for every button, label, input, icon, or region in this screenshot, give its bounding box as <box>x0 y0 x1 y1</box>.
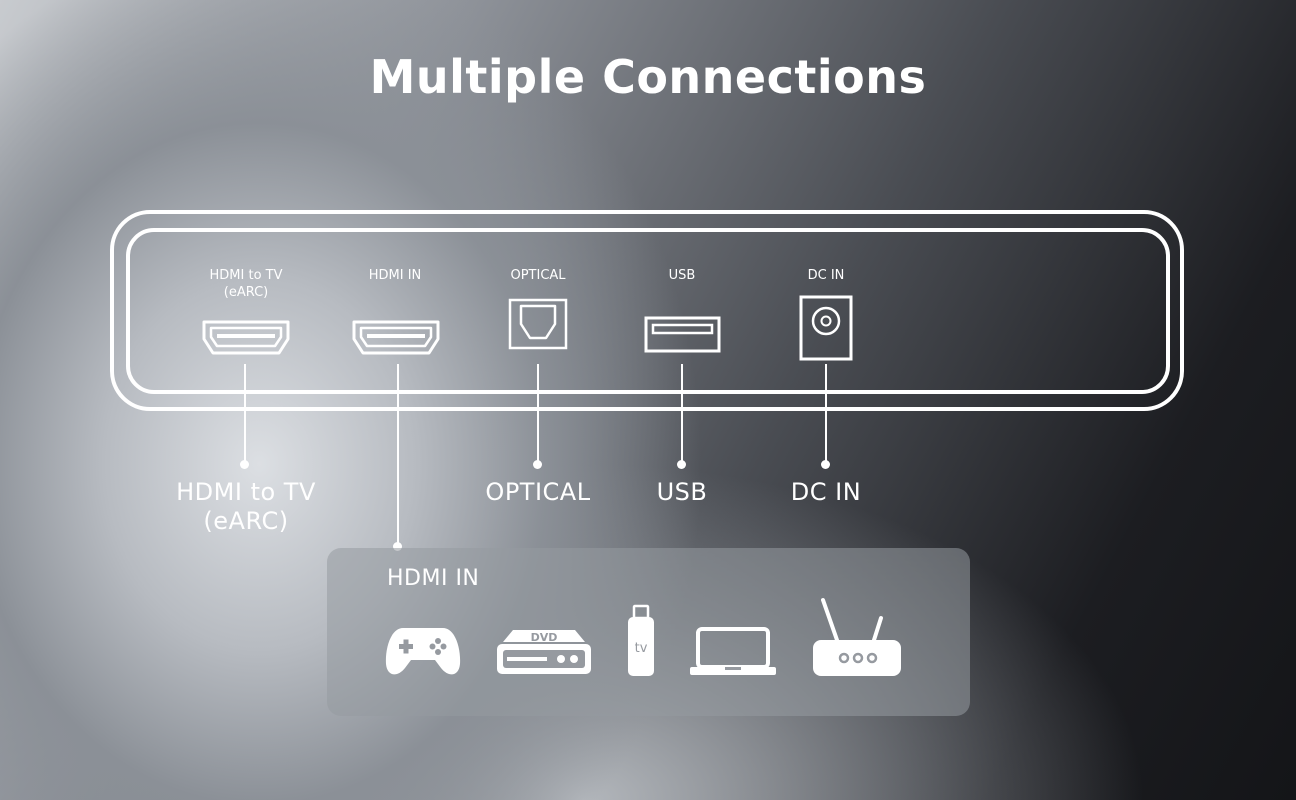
port-label-usb: USB <box>668 268 696 283</box>
port-label-hdmi-in: HDMI IN <box>368 268 422 283</box>
port-label-hdmi-earc: HDMI to TV (eARC) <box>209 268 283 300</box>
game-controller-icon <box>385 628 461 675</box>
laptop-icon <box>690 627 776 675</box>
dvd-player-icon: DVD <box>497 630 591 674</box>
connector-dot-usb <box>677 460 686 469</box>
port-label-dc-in: DC IN <box>807 268 845 283</box>
soundbar-outline-inner <box>126 228 1170 394</box>
dvd-text: DVD <box>531 631 558 644</box>
hdmi-port-icon <box>352 320 440 355</box>
usb-port-icon <box>644 316 721 353</box>
connector-dot-hdmi-in <box>393 542 402 551</box>
router-icon <box>813 598 901 676</box>
connector-line-hdmi-earc <box>244 364 246 464</box>
connector-line-hdmi-in <box>397 364 399 545</box>
tv-text: tv <box>635 641 648 656</box>
hdmi-in-devices-panel: HDMI IN DVD tv <box>327 548 970 716</box>
connector-dot-hdmi-earc <box>240 460 249 469</box>
connector-dot-optical <box>533 460 542 469</box>
hdmi-in-panel-title: HDMI IN <box>387 566 480 591</box>
connector-line-optical <box>537 364 539 464</box>
soundbar-outline-outer <box>110 210 1184 411</box>
optical-port-icon <box>508 298 568 350</box>
connector-dot-dc-in <box>821 460 830 469</box>
hdmi-port-icon <box>202 320 290 355</box>
page-title: Multiple Connections <box>369 50 927 104</box>
callout-usb: USB <box>656 478 708 506</box>
callout-optical: OPTICAL <box>485 478 591 506</box>
connector-line-usb <box>681 364 683 464</box>
callout-dc-in: DC IN <box>790 478 862 506</box>
port-label-optical: OPTICAL <box>510 268 566 283</box>
callout-hdmi-earc: HDMI to TV (eARC) <box>176 478 316 535</box>
connector-line-dc-in <box>825 364 827 464</box>
dc-in-port-icon <box>799 295 853 361</box>
tv-stick-icon: tv <box>628 604 654 676</box>
